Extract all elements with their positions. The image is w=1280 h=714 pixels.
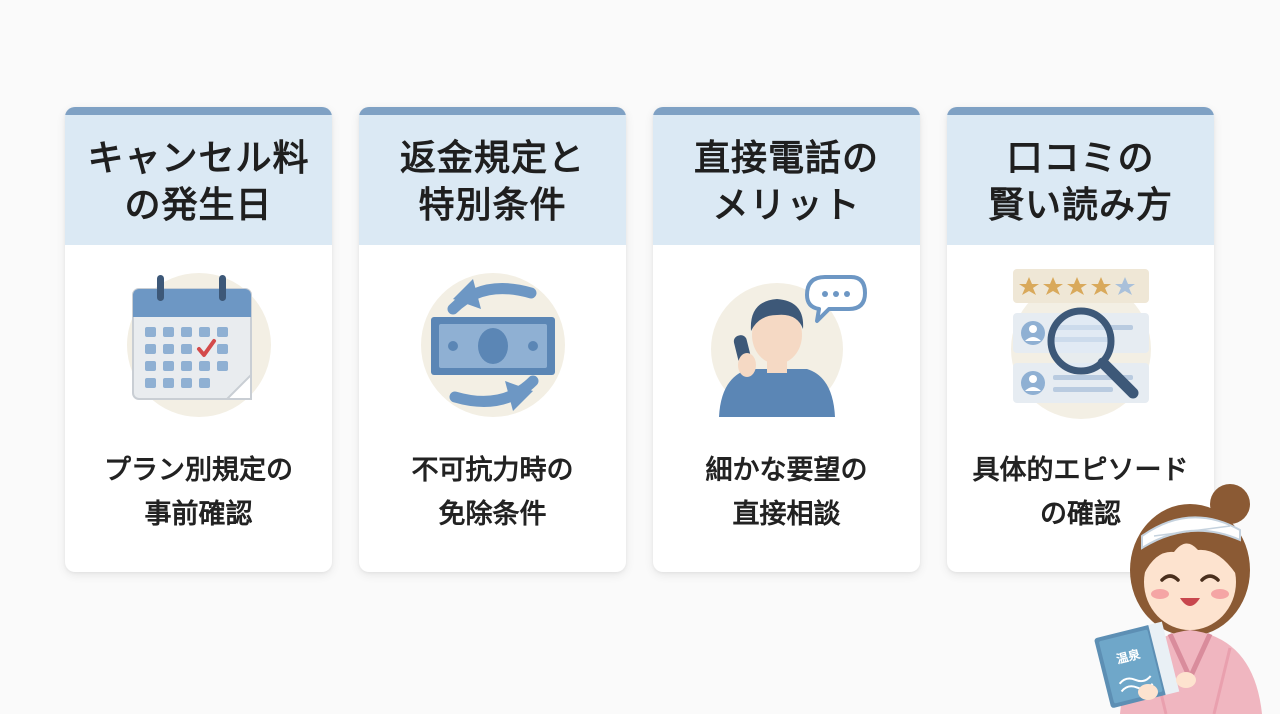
- card-description-line-2: 直接相談: [732, 499, 841, 530]
- book-title: 温泉: [1115, 646, 1143, 667]
- card-title-line-1: 直接電話の: [693, 138, 879, 179]
- card-title-line-2: の発生日: [124, 185, 273, 226]
- card-description: 不可抗力時の 免除条件: [359, 449, 626, 537]
- card-description: 具体的エピソード の確認: [947, 449, 1214, 537]
- phone-call-icon: [710, 275, 867, 417]
- card-header: 返金規定と 特別条件: [359, 107, 626, 245]
- card-description-line-1: 細かな要望の: [705, 455, 868, 486]
- card-description-line-2: 免除条件: [438, 499, 547, 530]
- card-title-line-1: キャンセル料: [87, 138, 310, 179]
- card-title-line-2: メリット: [712, 185, 861, 226]
- card-description: 細かな要望の 直接相談: [653, 449, 920, 537]
- review-search-icon: [1010, 269, 1151, 419]
- card-direct-phone: 直接電話の メリット 細かな要望の 直接相談: [653, 107, 920, 572]
- card-description-line-1: 不可抗力時の: [411, 455, 574, 486]
- calendar-icon: [126, 273, 271, 417]
- card-cancellation-fee: キャンセル料 の発生日: [65, 107, 332, 572]
- onsen-girl-reading-icon: 温泉: [1094, 484, 1262, 714]
- card-description: プラン別規定の 事前確認: [65, 449, 332, 537]
- card-title-line-2: 特別条件: [418, 185, 567, 226]
- refund-money-icon: [420, 273, 565, 417]
- card-refund-policy: 返金規定と 特別条件 不可抗力時の 免除条件: [359, 107, 626, 572]
- card-header: キャンセル料 の発生日: [65, 107, 332, 245]
- card-description-line-1: プラン別規定の: [104, 455, 293, 486]
- card-description-line-2: 事前確認: [144, 499, 253, 530]
- card-description-line-2: の確認: [1040, 499, 1121, 530]
- card-title-line-2: 賢い読み方: [987, 185, 1173, 226]
- card-description-line-1: 具体的エピソード: [972, 455, 1189, 486]
- card-title-line-1: 口コミの: [1006, 138, 1155, 179]
- card-header: 直接電話の メリット: [653, 107, 920, 245]
- card-title-line-1: 返金規定と: [399, 138, 585, 179]
- card-header: 口コミの 賢い読み方: [947, 107, 1214, 245]
- card-reviews: 口コミの 賢い読み方: [947, 107, 1214, 572]
- card-list: キャンセル料 の発生日: [65, 107, 1214, 572]
